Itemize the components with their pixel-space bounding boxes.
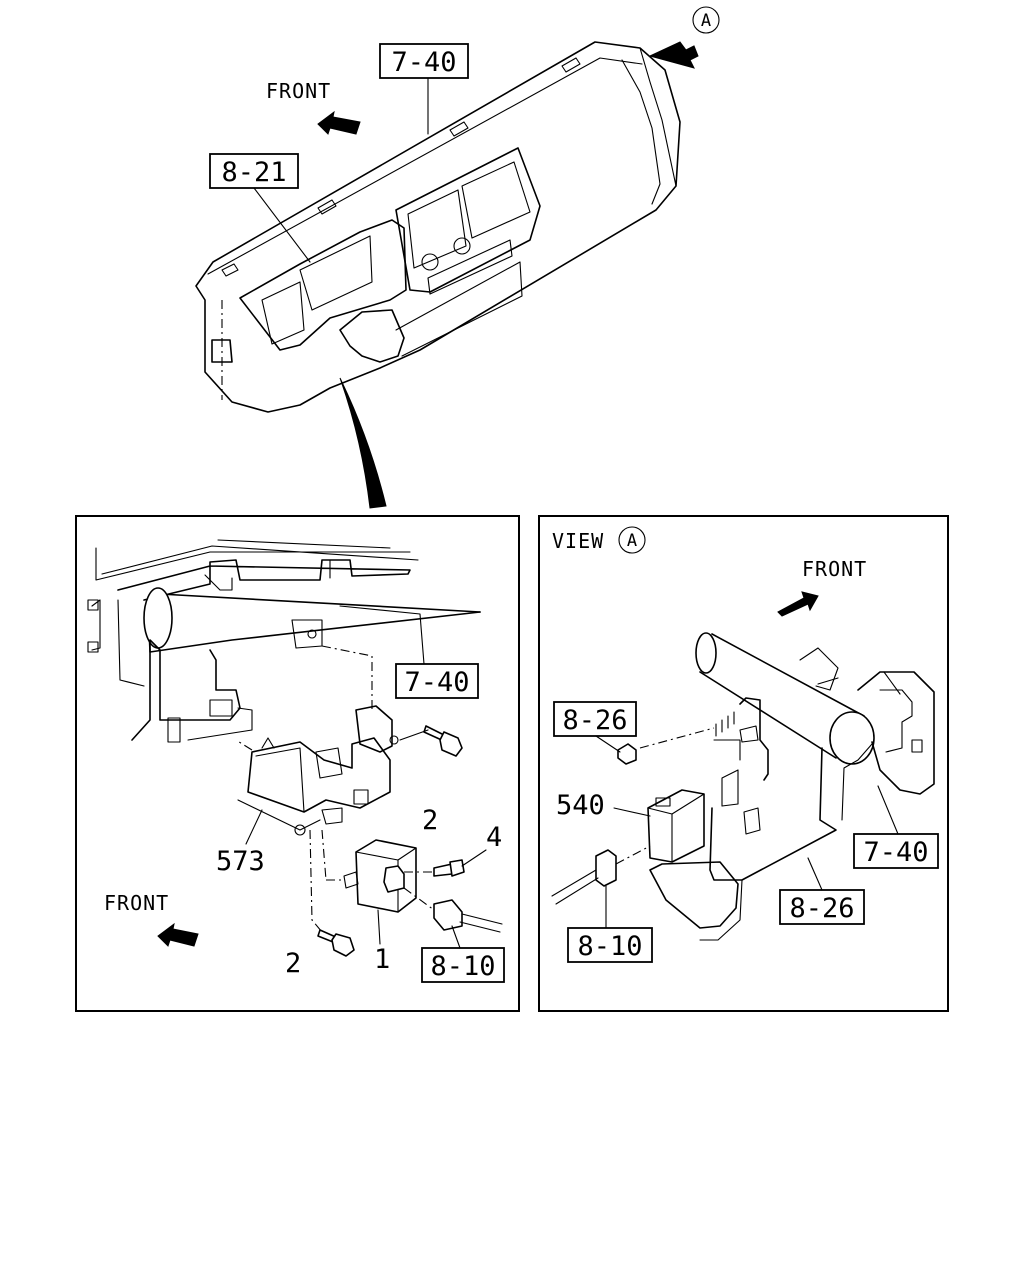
right-detail-drawing <box>551 632 935 941</box>
svg-text:8-21: 8-21 <box>221 157 286 188</box>
ref-dashboard-left: 7-40 <box>339 605 479 699</box>
front-label-right: FRONT <box>802 557 867 581</box>
front-arrow-right-icon <box>777 591 819 617</box>
ref-harness-right: 8-10 <box>567 885 653 963</box>
part-number-unit-right: 540 <box>556 790 605 821</box>
svg-text:7-40: 7-40 <box>863 837 928 868</box>
ref-dashboard-right: 7-40 <box>853 785 939 869</box>
part-number-bolt-lower: 2 <box>285 948 301 979</box>
detail-callout-wedge <box>339 377 387 509</box>
dashboard-assembly-drawing <box>195 41 681 413</box>
svg-text:7-40: 7-40 <box>391 47 456 78</box>
front-label-left: FRONT <box>104 891 169 915</box>
ref-harness-left: 8-10 <box>421 925 505 983</box>
front-label-top: FRONT <box>266 79 331 103</box>
right-detail-frame <box>538 515 949 1012</box>
part-number-bracket: 573 <box>216 846 265 877</box>
view-label: VIEW <box>552 529 604 553</box>
view-letter: A <box>627 531 637 551</box>
front-arrow-top-icon <box>317 110 361 135</box>
svg-text:8-26: 8-26 <box>789 893 854 924</box>
svg-text:8-10: 8-10 <box>577 931 642 962</box>
ref-nut-right: 8-26 <box>553 701 637 753</box>
ref-bracket-right: 8-26 <box>779 857 865 925</box>
left-detail-frame <box>75 515 520 1012</box>
view-callout-letter: A <box>701 11 711 31</box>
view-a-arrow: A <box>648 6 720 69</box>
left-detail-drawing <box>87 539 503 957</box>
front-arrow-left-icon <box>157 922 199 947</box>
ref-meter-top: 8-21 <box>209 153 311 263</box>
part-number-unit: 1 <box>374 944 390 975</box>
part-number-bolt-small: 4 <box>486 822 502 853</box>
svg-text:7-40: 7-40 <box>404 667 469 698</box>
ref-dashboard-top: 7-40 <box>379 43 469 135</box>
svg-text:8-10: 8-10 <box>430 951 495 982</box>
part-number-bolt-upper: 2 <box>422 805 438 836</box>
svg-text:8-26: 8-26 <box>562 705 627 736</box>
